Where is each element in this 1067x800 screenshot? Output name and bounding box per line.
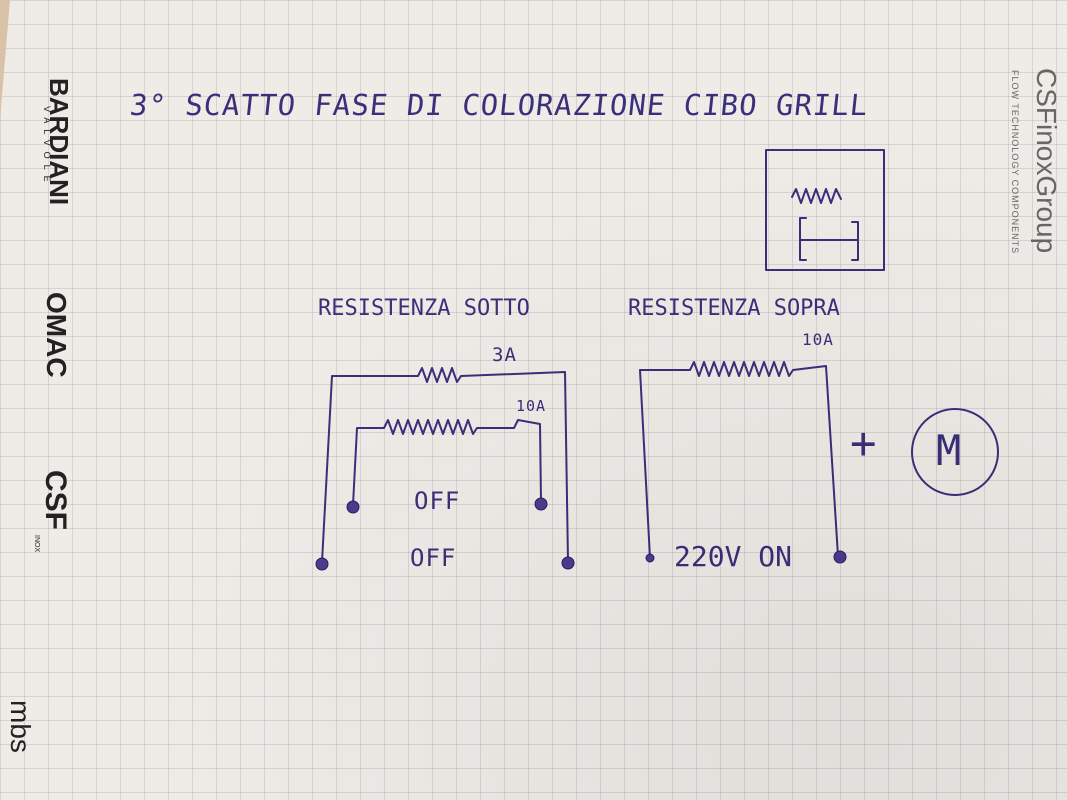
left-inner-resistor-rating: 10A bbox=[516, 397, 547, 415]
motor-label: M bbox=[936, 426, 963, 475]
legend-grill-symbol bbox=[799, 217, 859, 261]
terminal-dot bbox=[645, 553, 655, 563]
right-wire bbox=[639, 361, 839, 559]
terminal-dot bbox=[534, 497, 548, 511]
plus-sign: + bbox=[850, 418, 878, 469]
left-top-resistor-rating: 3A bbox=[492, 344, 517, 366]
left-outer-wire bbox=[321, 367, 569, 563]
right-resistor-rating: 10A bbox=[802, 330, 834, 349]
left-circuit-label: RESISTENZA SOTTO bbox=[318, 296, 530, 321]
terminal-dot bbox=[561, 556, 575, 570]
right-circuit-label: RESISTENZA SOPRA bbox=[628, 296, 840, 321]
motor-circle bbox=[911, 408, 999, 496]
left-inner-state: OFF bbox=[414, 487, 461, 515]
right-supply-label: 220V ON bbox=[674, 540, 793, 573]
terminal-dot bbox=[315, 557, 329, 571]
left-outer-state: OFF bbox=[410, 544, 457, 572]
left-inner-wire bbox=[352, 419, 542, 506]
legend-resistor-symbol bbox=[791, 188, 842, 204]
legend-box bbox=[765, 149, 885, 271]
terminal-dot bbox=[833, 550, 847, 564]
terminal-dot bbox=[346, 500, 360, 514]
